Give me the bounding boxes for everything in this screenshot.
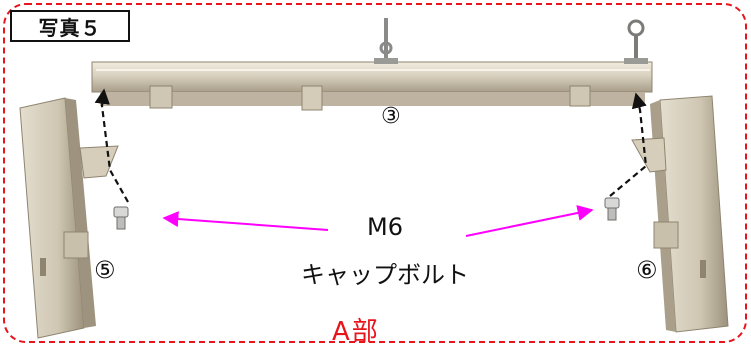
section-label: A部 [332, 317, 380, 347]
section-frame [3, 3, 747, 343]
pointer-arrow-left [162, 211, 329, 231]
bolt-name-label: キャップボルト [301, 261, 469, 289]
photo-label: 写真５ [10, 10, 130, 42]
callout-5: ⑤ [94, 256, 116, 284]
cap-bolt-right [604, 197, 620, 221]
right-leg [631, 95, 729, 333]
cap-bolt-left [113, 206, 129, 230]
left-leg [19, 97, 119, 339]
callout-6: ⑥ [636, 256, 658, 284]
bolt-size-label: M6 [367, 213, 403, 241]
callout-3: ③ [381, 104, 401, 129]
insertion-arrow-right [609, 92, 648, 197]
pointer-arrow-right [465, 205, 594, 237]
crossbar [91, 18, 653, 111]
